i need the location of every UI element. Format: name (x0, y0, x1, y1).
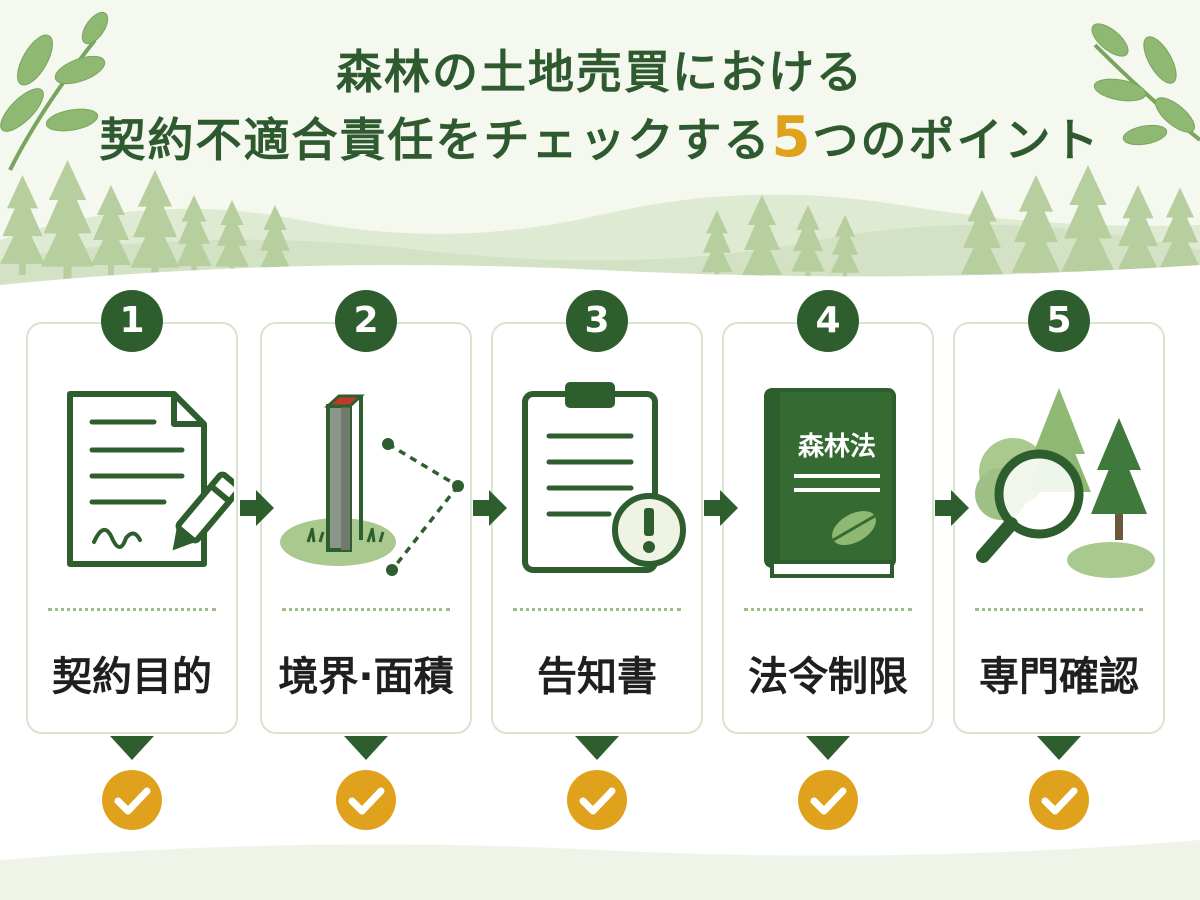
clipboard-warning-icon (522, 382, 686, 573)
down-triangle-icon (575, 736, 619, 760)
checkmark-icon (102, 770, 162, 830)
law-book-icon: 森林法 (762, 386, 898, 582)
divider (975, 608, 1143, 611)
checkmark-icon (1029, 770, 1089, 830)
step-card-3: 告知書 (491, 322, 703, 734)
step-badge-2: 2 (335, 290, 397, 352)
step-badge-4: 4 (797, 290, 859, 352)
step-card-4: 森林法 法令制限 (722, 322, 934, 734)
down-triangle-icon (110, 736, 154, 760)
checkmark-icon (798, 770, 858, 830)
contract-document-icon (67, 391, 234, 567)
arrow-right-icon (935, 490, 969, 526)
step-card-5: 専門確認 (953, 322, 1165, 734)
step-label-5: 専門確認 (979, 654, 1139, 700)
step-badge-1: 1 (101, 290, 163, 352)
checkmark-icon (336, 770, 396, 830)
leaf-branch-right-icon (1091, 23, 1200, 146)
step-label-1: 契約目的 (52, 654, 212, 700)
down-triangle-icon (806, 736, 850, 760)
step-badge-5: 5 (1028, 290, 1090, 352)
title-line-2-prefix: 契約不適合責任をチェックする (99, 113, 772, 167)
divider (513, 608, 681, 611)
checkmark-icon (567, 770, 627, 830)
step-label-4: 法令制限 (748, 654, 908, 700)
divider (744, 608, 912, 611)
book-title: 森林法 (797, 432, 876, 462)
leaf-branch-left-icon (0, 11, 109, 171)
step-label-3: 告知書 (537, 654, 657, 700)
step-label-2: 境界·面積 (278, 654, 454, 700)
step-badge-3: 3 (566, 290, 628, 352)
title-line-1: 森林の土地売買における (336, 45, 864, 99)
title-line-2: 契約不適合責任をチェックする5つのポイント (0, 104, 1200, 170)
divider (48, 608, 216, 611)
title-number: 5 (771, 105, 813, 170)
down-triangle-icon (344, 736, 388, 760)
boundary-marker-icon (280, 394, 464, 576)
title-line-2-suffix: つのポイント (812, 113, 1101, 167)
down-triangle-icon (1037, 736, 1081, 760)
step-card-2: 境界·面積 (260, 322, 472, 734)
forest-magnifier-icon (975, 388, 1155, 578)
divider (282, 608, 450, 611)
step-card-1: 契約目的 (26, 322, 238, 734)
arrow-right-icon (240, 490, 274, 526)
arrow-right-icon (704, 490, 738, 526)
arrow-right-icon (473, 490, 507, 526)
